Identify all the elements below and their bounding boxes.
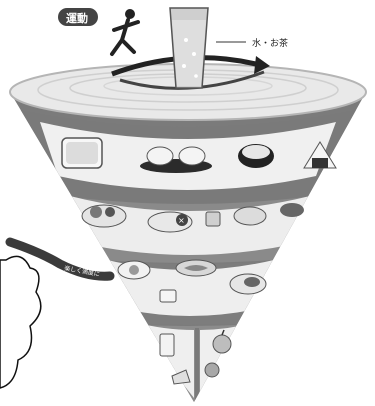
tier-2-foods: ×: [81, 203, 304, 233]
bread-icon: [61, 137, 103, 169]
water-tea-label: 水・お茶: [252, 37, 288, 49]
milk-glass-icon: [159, 333, 175, 357]
tofu-icon: [159, 289, 177, 303]
meat-plate-icon: [229, 273, 267, 295]
salad-bowl-icon: ×: [147, 211, 193, 233]
egg-plate-icon: [117, 260, 151, 280]
tier-4-panel-right: [200, 322, 256, 398]
soup-bowl-icon: [233, 206, 267, 226]
tier-4-foods: [159, 329, 232, 385]
runner-figure: [110, 9, 140, 56]
noodle-bowl-icon: [238, 144, 274, 168]
water-tea-pointer: 水・お茶: [216, 37, 288, 49]
tier-3-foods: [117, 259, 267, 303]
fish-plate-icon: [175, 259, 217, 277]
tier-1-foods: [61, 137, 337, 173]
rice-ball-icon: [303, 141, 337, 169]
orange-icon: [204, 362, 220, 378]
speech-bubble: [0, 255, 42, 389]
cheese-icon: [171, 369, 191, 385]
svg-text:×: ×: [178, 216, 185, 225]
exercise-label: 運動: [66, 11, 88, 25]
side-dish-icon: [280, 203, 304, 217]
apple-icon: [212, 329, 232, 354]
water-glass: [169, 7, 209, 89]
cup-icon: [205, 211, 221, 227]
rice-bowls-icon: [140, 146, 212, 173]
exercise-tag: 運動: [58, 8, 98, 26]
vegetable-plate-icon: [81, 204, 127, 228]
